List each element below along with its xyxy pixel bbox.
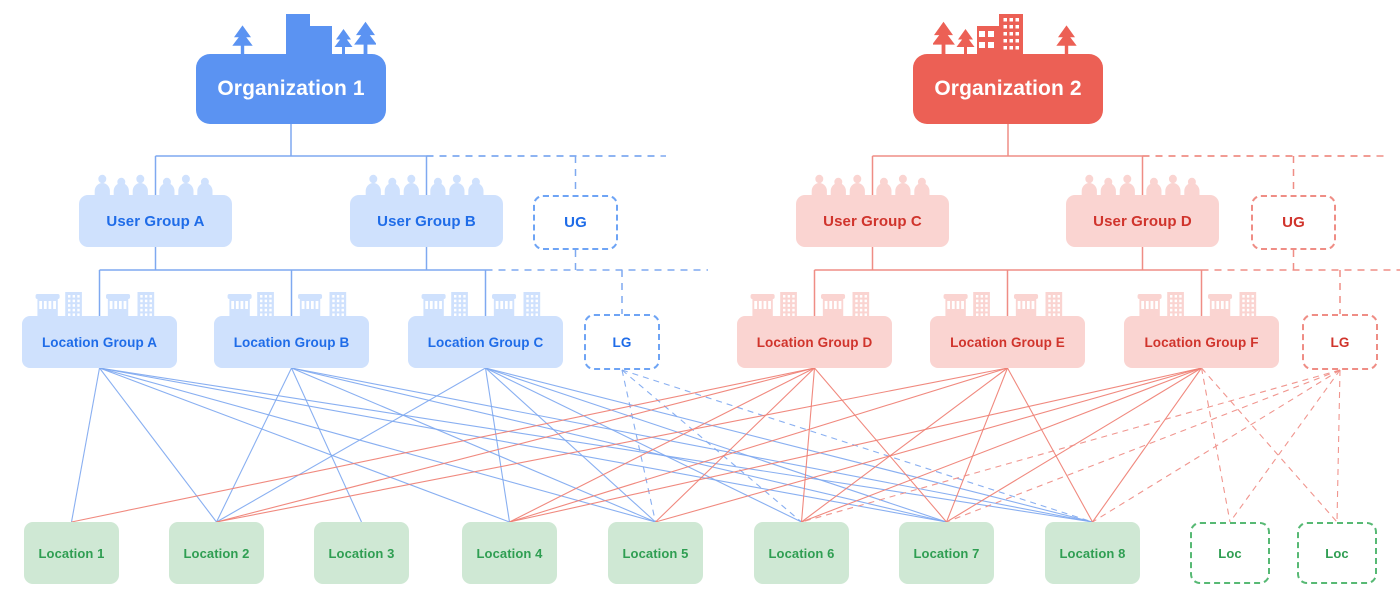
location-group-placeholder-label: LG xyxy=(612,334,632,350)
location-group-lgb[interactable]: Location Group B xyxy=(214,316,369,368)
user-group-placeholder-label: UG xyxy=(564,214,587,231)
organization-org2[interactable]: Organization 2 xyxy=(913,54,1103,124)
location-group-label: Location Group E xyxy=(950,334,1065,350)
location-group-label: Location Group B xyxy=(233,334,350,350)
location-loc5[interactable]: Location 5 xyxy=(608,522,703,584)
location-label: Location 4 xyxy=(476,545,543,561)
location-group-placeholder-lg-ghost-1[interactable]: LG xyxy=(584,314,660,370)
location-placeholder-loc-ghost-2[interactable]: Loc xyxy=(1297,522,1377,584)
location-loc8[interactable]: Location 8 xyxy=(1045,522,1140,584)
location-loc3[interactable]: Location 3 xyxy=(314,522,409,584)
location-group-label: Location Group D xyxy=(756,334,873,350)
user-group-label: User Group C xyxy=(823,212,922,230)
user-group-label: User Group D xyxy=(1093,212,1192,230)
location-loc1[interactable]: Location 1 xyxy=(24,522,119,584)
location-label: Location 5 xyxy=(622,545,689,561)
user-group-label: User Group B xyxy=(377,212,476,230)
user-group-uga[interactable]: User Group A xyxy=(79,195,232,247)
user-group-placeholder-label: UG xyxy=(1282,214,1305,231)
location-placeholder-label: Loc xyxy=(1325,545,1349,561)
location-group-lgc[interactable]: Location Group C xyxy=(408,316,563,368)
location-group-lge[interactable]: Location Group E xyxy=(930,316,1085,368)
user-group-ugb[interactable]: User Group B xyxy=(350,195,503,247)
location-loc7[interactable]: Location 7 xyxy=(899,522,994,584)
location-loc4[interactable]: Location 4 xyxy=(462,522,557,584)
location-group-label: Location Group A xyxy=(41,334,158,350)
user-group-placeholder-ug-ghost-1[interactable]: UG xyxy=(533,195,618,250)
user-group-ugd[interactable]: User Group D xyxy=(1066,195,1219,247)
location-group-placeholder-label: LG xyxy=(1330,334,1350,350)
location-label: Location 1 xyxy=(38,545,105,561)
location-loc2[interactable]: Location 2 xyxy=(169,522,264,584)
user-group-label: User Group A xyxy=(106,212,205,230)
location-group-lga[interactable]: Location Group A xyxy=(22,316,177,368)
location-label: Location 2 xyxy=(183,545,250,561)
location-label: Location 8 xyxy=(1059,545,1126,561)
location-placeholder-label: Loc xyxy=(1218,545,1242,561)
location-label: Location 7 xyxy=(913,545,980,561)
location-label: Location 6 xyxy=(768,545,835,561)
location-group-label: Location Group F xyxy=(1144,334,1259,350)
location-loc6[interactable]: Location 6 xyxy=(754,522,849,584)
user-group-placeholder-ug-ghost-2[interactable]: UG xyxy=(1251,195,1336,250)
location-group-lgd[interactable]: Location Group D xyxy=(737,316,892,368)
location-placeholder-loc-ghost-1[interactable]: Loc xyxy=(1190,522,1270,584)
location-group-lgf[interactable]: Location Group F xyxy=(1124,316,1279,368)
user-group-ugc[interactable]: User Group C xyxy=(796,195,949,247)
organization-label: Organization 1 xyxy=(217,77,365,100)
organization-org1[interactable]: Organization 1 xyxy=(196,54,386,124)
location-group-placeholder-lg-ghost-2[interactable]: LG xyxy=(1302,314,1378,370)
organization-label: Organization 2 xyxy=(934,77,1082,100)
location-label: Location 3 xyxy=(328,545,395,561)
location-group-label: Location Group C xyxy=(427,334,544,350)
